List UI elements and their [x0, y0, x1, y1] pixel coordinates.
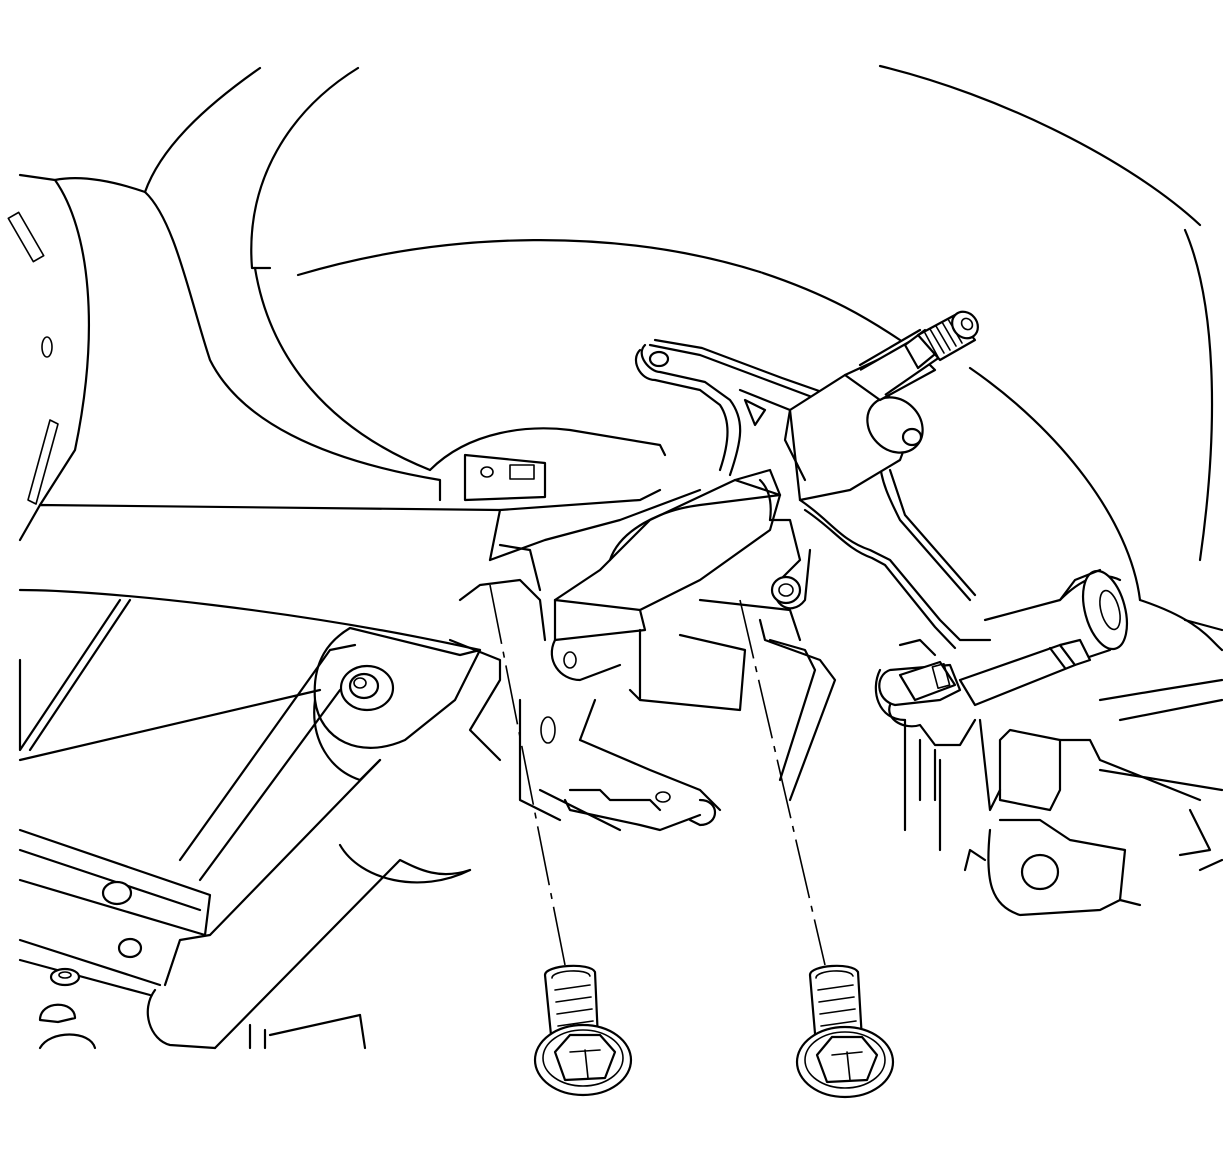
cross-car-beam [18, 643, 472, 1050]
steering-column [550, 468, 837, 832]
column-bolt-right [795, 964, 895, 1099]
right-lower-bracket [963, 818, 1142, 917]
column-bolt-left [533, 964, 633, 1097]
center-bracket [428, 427, 702, 832]
left-pivot-mount [313, 626, 482, 782]
panel-shell [143, 64, 1223, 652]
steering-shaft [783, 310, 979, 502]
instrument-panel-carrier [7, 173, 502, 762]
right-housing [874, 568, 1223, 872]
fastener-centerlines [489, 584, 826, 966]
